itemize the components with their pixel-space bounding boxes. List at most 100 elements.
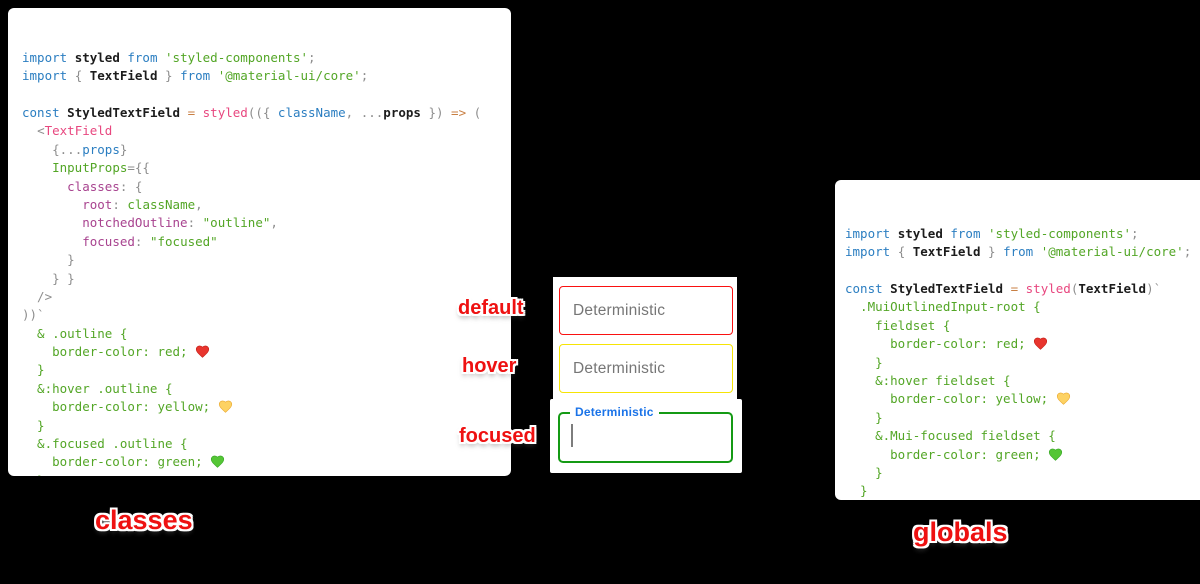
code-token: TextField — [912, 244, 981, 260]
code-token: = — [1010, 280, 1019, 296]
code-token: className — [277, 104, 346, 120]
code-line: import { TextField } from '@material-ui/… — [22, 67, 511, 85]
code-token: '@material-ui/core' — [1040, 244, 1184, 260]
code-token: '@material-ui/core' — [217, 68, 361, 84]
code-token — [210, 68, 218, 83]
green-heart-emoji — [1049, 448, 1063, 461]
code-token: { — [897, 244, 913, 260]
textfield-hover[interactable]: Deterministic — [559, 344, 733, 393]
code-line: border-color: green; — [845, 446, 1200, 464]
code-token: fieldset { — [845, 317, 951, 333]
code-token: )` — [1146, 280, 1162, 296]
code-token — [173, 68, 181, 83]
code-token — [22, 215, 82, 230]
code-token: TextField — [44, 123, 113, 139]
textfield-default[interactable]: Deterministic — [559, 286, 733, 335]
state-label-hover: hover — [462, 355, 517, 377]
code-token: } — [22, 473, 45, 476]
code-token: < — [37, 123, 45, 139]
code-line: ))` — [22, 306, 511, 324]
code-token: notchedOutline — [82, 215, 188, 231]
code-line: root: className, — [22, 196, 511, 214]
code-token: import — [845, 244, 891, 260]
code-line: } — [22, 417, 511, 435]
code-token — [22, 197, 82, 212]
code-line: {...props} — [22, 141, 511, 159]
code-token: ( — [1070, 280, 1079, 296]
code-line: import { TextField } from '@material-ui/… — [845, 243, 1200, 261]
yellow-heart-emoji — [218, 400, 232, 413]
code-token: const — [845, 280, 883, 296]
code-token: } — [845, 464, 883, 480]
code-token: } — [845, 409, 883, 425]
code-line: &.focused .outline { — [22, 435, 511, 453]
code-token — [67, 68, 75, 83]
code-token: from — [1003, 244, 1034, 260]
code-token: import — [22, 68, 68, 84]
classes-code-panel: import styled from 'styled-components';i… — [8, 8, 511, 476]
code-line: & .outline { — [22, 325, 511, 343]
code-token: TextField — [89, 68, 158, 84]
code-token: &.Mui-focused fieldset { — [845, 428, 1056, 444]
code-token: styled — [897, 225, 943, 241]
code-line: focused: "focused" — [22, 233, 511, 251]
code-line — [845, 262, 1200, 280]
code-token: , — [270, 215, 278, 231]
code-token: props — [82, 141, 120, 157]
green-heart-emoji — [211, 455, 225, 469]
red-heart-emoji — [196, 345, 210, 358]
code-line — [22, 86, 511, 104]
text-caret-icon — [571, 424, 573, 447]
code-token — [890, 244, 898, 259]
code-line: } — [845, 464, 1200, 482]
state-label-default: default — [458, 297, 524, 319]
code-line: import styled from 'styled-components'; — [22, 49, 511, 67]
code-lines-classes: import styled from 'styled-components';i… — [22, 49, 511, 476]
caption-globals: globals — [913, 517, 1008, 547]
code-token: .MuiOutlinedInput-root { — [845, 299, 1041, 315]
code-token: { — [52, 141, 60, 157]
code-token: : — [187, 215, 203, 231]
textfield-focused[interactable]: Deterministic — [558, 405, 733, 463]
code-token — [890, 226, 898, 241]
code-token: "outline" — [202, 215, 271, 231]
code-line: border-color: red; — [22, 343, 511, 361]
code-token: &:hover .outline { — [22, 380, 173, 396]
code-token: 'styled-components' — [165, 49, 309, 65]
code-token: import — [22, 49, 68, 65]
code-token: import — [845, 225, 891, 241]
code-token — [22, 179, 67, 194]
code-token: ... — [360, 104, 384, 120]
code-token: border-color: yellow; — [22, 399, 218, 415]
code-token: : — [112, 196, 128, 212]
code-token — [22, 234, 82, 249]
code-token: : { — [119, 178, 143, 194]
code-line: &:hover .outline { — [22, 380, 511, 398]
code-token: from — [180, 68, 211, 84]
code-token — [980, 226, 988, 241]
code-token: border-color: red; — [22, 344, 196, 360]
code-token: StyledTextField — [67, 104, 181, 120]
code-token — [157, 50, 165, 65]
code-token: ; — [1183, 244, 1192, 260]
code-line: notchedOutline: "outline", — [22, 214, 511, 232]
code-token: = — [187, 104, 196, 120]
code-token: => — [451, 104, 467, 120]
code-line: } } — [22, 270, 511, 288]
globals-code-panel: import styled from 'styled-components';i… — [835, 180, 1200, 500]
code-lines-globals: import styled from 'styled-components';i… — [845, 225, 1200, 500]
code-token: : — [134, 233, 150, 249]
code-line: import styled from 'styled-components'; — [845, 225, 1200, 243]
code-token: } — [22, 417, 45, 433]
code-line: } — [845, 354, 1200, 372]
code-token: ... — [59, 141, 83, 157]
code-token: (({ — [247, 104, 278, 120]
code-token: ( — [466, 104, 482, 120]
code-line: border-color: green; — [22, 453, 511, 471]
code-token: } — [119, 141, 128, 157]
code-token: const — [22, 104, 60, 120]
code-line: fieldset { — [845, 317, 1200, 335]
code-token: from — [127, 49, 158, 65]
code-token: , — [345, 104, 361, 120]
